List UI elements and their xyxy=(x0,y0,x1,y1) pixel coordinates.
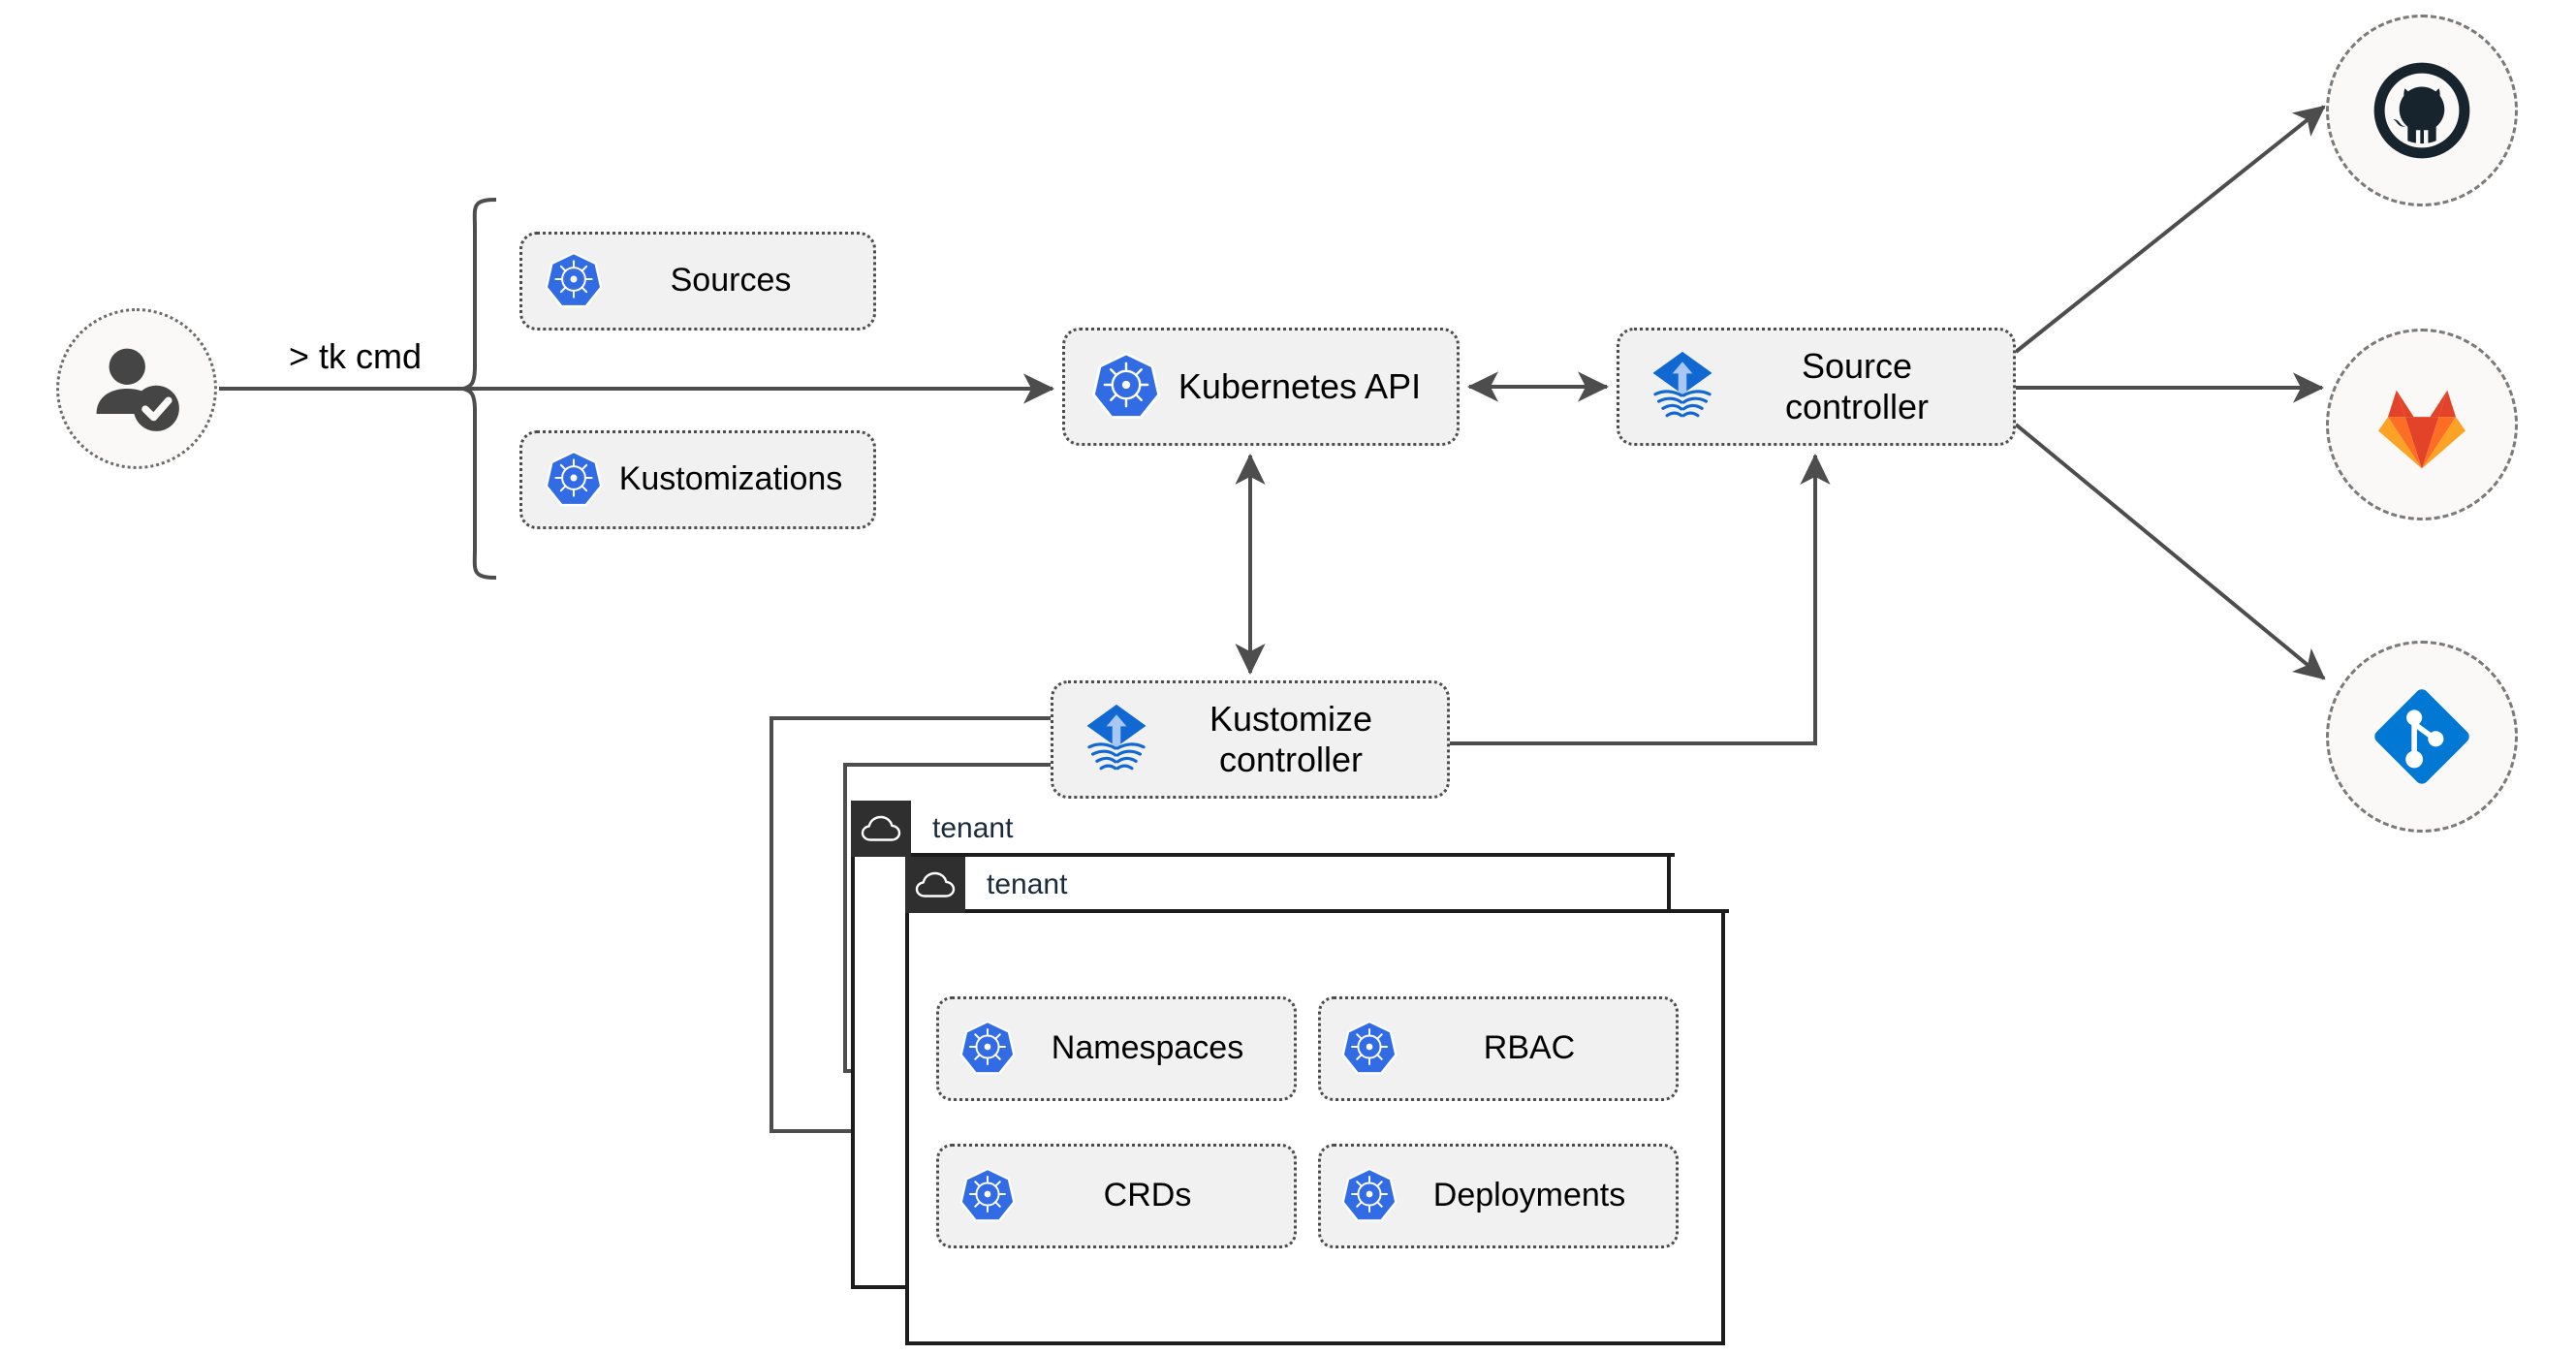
provider-github[interactable] xyxy=(2326,15,2518,206)
node-deployments[interactable]: Deployments xyxy=(1318,1144,1679,1248)
cloud-icon xyxy=(851,801,911,857)
node-label: Source controller xyxy=(1720,346,1999,427)
node-kustomizations[interactable]: Kustomizations xyxy=(519,430,876,529)
tenant-top-rule xyxy=(965,909,1729,913)
node-kubernetes-api[interactable]: Kubernetes API xyxy=(1062,328,1460,446)
flux-icon xyxy=(1079,700,1154,780)
tenant-tab[interactable]: tenant xyxy=(851,801,1013,857)
github-icon xyxy=(2373,62,2470,159)
node-source-controller[interactable]: Source controller xyxy=(1617,328,2016,446)
kubernetes-icon xyxy=(1340,1018,1398,1081)
kubernetes-icon xyxy=(958,1018,1017,1081)
node-label-line2: controller xyxy=(1784,387,1930,426)
user-avatar xyxy=(56,308,217,469)
kubernetes-icon xyxy=(1090,349,1162,425)
node-label: Kubernetes API xyxy=(1178,366,1422,407)
user-check-icon xyxy=(96,348,179,431)
tenant-name: tenant xyxy=(932,812,1014,844)
node-crds[interactable]: CRDs xyxy=(936,1144,1297,1248)
node-label: Deployments xyxy=(1432,1177,1626,1214)
node-sources[interactable]: Sources xyxy=(519,232,876,331)
provider-gitlab[interactable] xyxy=(2326,329,2518,520)
gitlab-icon xyxy=(2378,390,2466,469)
node-label: Namespaces xyxy=(1051,1029,1244,1067)
kubernetes-icon xyxy=(958,1165,1017,1228)
node-label: Kustomizations xyxy=(618,460,843,498)
cli-command-label: > tk cmd xyxy=(289,336,423,376)
kubernetes-icon xyxy=(544,448,604,513)
node-namespaces[interactable]: Namespaces xyxy=(936,996,1297,1101)
connector-source-controller-to-azure xyxy=(2014,423,2326,680)
tenant-tab[interactable]: tenant xyxy=(905,857,1067,913)
group-curly-brace xyxy=(462,198,497,580)
node-label-line2: controller xyxy=(1218,740,1364,779)
node-label-line1: Source xyxy=(1801,346,1913,387)
azure-devops-git-icon xyxy=(2374,689,2469,784)
tenant-top-rule xyxy=(911,853,1675,857)
node-label-line1: Kustomize xyxy=(1209,699,1373,740)
provider-azure-devops[interactable] xyxy=(2326,641,2518,833)
connector-kustomize-controller-to-source-controller xyxy=(1450,453,1831,745)
node-rbac[interactable]: RBAC xyxy=(1318,996,1679,1101)
cloud-icon xyxy=(905,857,965,913)
node-kustomize-controller[interactable]: Kustomize controller xyxy=(1051,680,1450,799)
tenant-window-front: tenant xyxy=(905,857,1729,1345)
node-label: CRDs xyxy=(1103,1177,1192,1214)
flux-icon xyxy=(1645,347,1720,427)
node-label: Sources xyxy=(670,262,792,299)
tenant-name: tenant xyxy=(987,868,1068,900)
kubernetes-icon xyxy=(1340,1165,1398,1228)
node-label: RBAC xyxy=(1483,1029,1576,1067)
connector-source-controller-to-github xyxy=(2014,105,2326,354)
node-label: Kustomize controller xyxy=(1154,699,1433,780)
kubernetes-icon xyxy=(544,249,604,314)
